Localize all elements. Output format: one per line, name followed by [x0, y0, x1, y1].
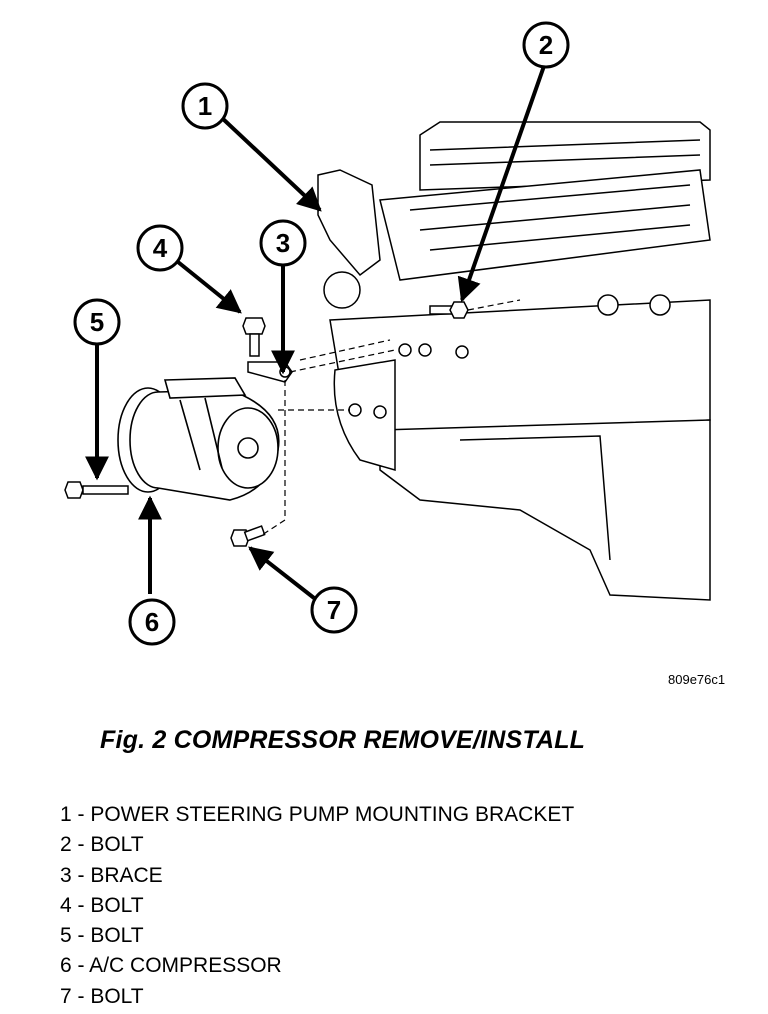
block-bolt-holes	[348, 294, 671, 419]
svg-text:3: 3	[276, 228, 290, 258]
bolt-item-4	[242, 317, 266, 357]
figure-caption: Fig. 2 COMPRESSOR REMOVE/INSTALL	[100, 726, 586, 754]
brace	[247, 361, 293, 383]
ac-compressor	[117, 377, 280, 501]
svg-text:1: 1	[198, 91, 212, 121]
legend-item: 7 - BOLT	[60, 984, 144, 1008]
leader-arrows	[85, 65, 546, 600]
svg-text:2: 2	[539, 30, 553, 60]
callout-5: 5	[73, 298, 121, 346]
callout-6: 6	[128, 598, 176, 646]
legend-list: 1 - POWER STEERING PUMP MOUNTING BRACKET…	[60, 800, 574, 1012]
engine-diagram: 1 2 3 4 5 6 7	[64, 21, 711, 646]
alignment-lines	[261, 299, 521, 536]
callouts: 1 2 3 4 5 6 7	[73, 21, 570, 646]
svg-text:4: 4	[153, 233, 168, 263]
callout-7: 7	[310, 586, 358, 634]
legend-item: 5 - BOLT	[60, 924, 144, 948]
legend-item: 1 - POWER STEERING PUMP MOUNTING BRACKET	[60, 803, 575, 826]
figure-code: 809e76c1	[668, 672, 726, 687]
legend-item: 2 - BOLT	[60, 833, 144, 857]
callout-3: 3	[259, 219, 307, 267]
svg-text:5: 5	[90, 307, 104, 337]
callout-4: 4	[136, 224, 184, 272]
legend-item: 3 - BRACE	[60, 863, 163, 887]
engine-block	[317, 121, 711, 601]
bolt-item-7	[230, 525, 266, 547]
legend-item: 4 - BOLT	[60, 893, 144, 917]
legend-item: 6 - A/C COMPRESSOR	[60, 954, 282, 978]
callout-1: 1	[181, 82, 229, 130]
callout-2: 2	[522, 21, 570, 69]
svg-text:6: 6	[145, 607, 159, 637]
bolt-item-5	[64, 481, 129, 499]
svg-text:7: 7	[327, 595, 341, 625]
